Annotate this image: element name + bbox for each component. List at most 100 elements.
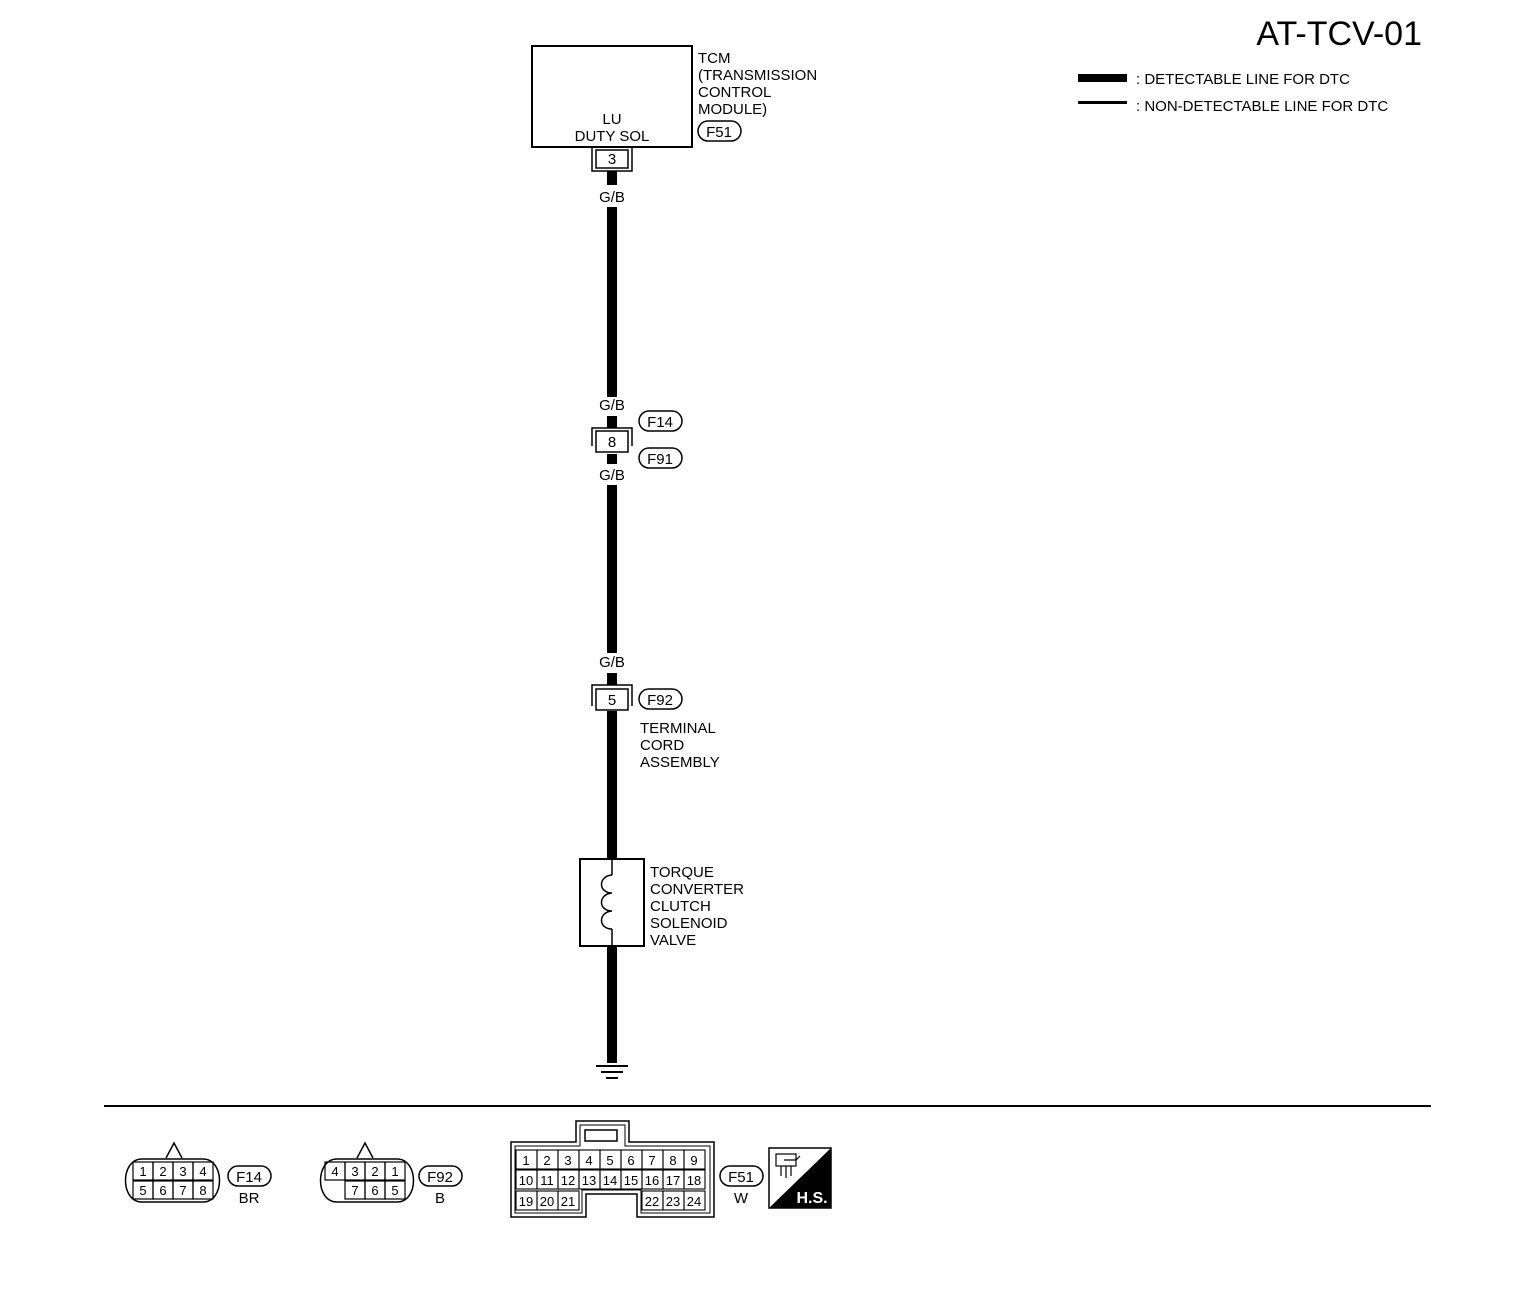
connector-pin: 24 bbox=[687, 1194, 701, 1209]
connector-pin: 15 bbox=[624, 1173, 638, 1188]
legend: : DETECTABLE LINE FOR DTC : NON-DETECTAB… bbox=[1078, 71, 1388, 115]
solenoid-label-line-3: CLUTCH bbox=[650, 898, 711, 915]
connector-pin: 10 bbox=[519, 1173, 533, 1188]
connector-view-f92: 4 3 2 1 7 6 5 F92 B bbox=[319, 1141, 463, 1207]
tcm-box bbox=[531, 45, 693, 148]
connector-pin: 21 bbox=[561, 1194, 575, 1209]
junction-pin-box bbox=[595, 430, 629, 453]
wire-segment bbox=[607, 673, 617, 685]
solenoid-coil-icon bbox=[600, 874, 613, 930]
connector-pin: 3 bbox=[179, 1164, 186, 1179]
connector-pin: 4 bbox=[585, 1153, 592, 1168]
connector-pin: 7 bbox=[648, 1153, 655, 1168]
tcm-pin-box bbox=[595, 149, 629, 169]
connector-pin: 6 bbox=[371, 1183, 378, 1198]
junction-pin-number: 8 bbox=[608, 434, 616, 451]
torque-converter-clutch-solenoid: TORQUE CONVERTER CLUTCH SOLENOID VALVE bbox=[579, 858, 744, 949]
connector-f92-id: F92 bbox=[427, 1169, 453, 1186]
connector-pin: 3 bbox=[564, 1153, 571, 1168]
legend-non-detectable-label: : NON-DETECTABLE LINE FOR DTC bbox=[1136, 98, 1388, 115]
connector-f51-badge bbox=[719, 1165, 764, 1187]
wire-color-label: G/B bbox=[599, 189, 625, 206]
wire-segment bbox=[607, 171, 617, 185]
connector-pin: 1 bbox=[139, 1164, 146, 1179]
connector-pin: 17 bbox=[666, 1173, 680, 1188]
connector-pin: 4 bbox=[331, 1164, 338, 1179]
diagram-title: AT-TCV-01 bbox=[1256, 15, 1422, 53]
connector-pin: 19 bbox=[519, 1194, 533, 1209]
connector-pin: 16 bbox=[645, 1173, 659, 1188]
wire-segment bbox=[607, 711, 617, 859]
connector-f14-badge bbox=[227, 1165, 272, 1187]
wire-segment bbox=[607, 207, 617, 397]
connector-pin: 20 bbox=[540, 1194, 554, 1209]
harness-connector-icon bbox=[775, 1153, 801, 1178]
connector-pin: 5 bbox=[606, 1153, 613, 1168]
hs-badge-fill bbox=[769, 1148, 831, 1208]
junction-bottom-connector-id: F91 bbox=[647, 451, 673, 468]
connector-pin: 22 bbox=[645, 1194, 659, 1209]
connector-f92-badge bbox=[418, 1165, 463, 1187]
connector-pin: 2 bbox=[543, 1153, 550, 1168]
legend-thin-line-swatch bbox=[1078, 101, 1127, 104]
connector-pin: 7 bbox=[179, 1183, 186, 1198]
connector-f51-latch bbox=[584, 1129, 618, 1142]
connector-f92-color: B bbox=[435, 1190, 445, 1207]
solenoid-label-line-2: CONVERTER bbox=[650, 881, 744, 898]
connector-f14-id: F14 bbox=[236, 1169, 262, 1186]
legend-detectable-label: : DETECTABLE LINE FOR DTC bbox=[1136, 71, 1350, 88]
tcm-terminal-label-line-1: LU bbox=[602, 111, 621, 128]
junction-top-connector-badge bbox=[638, 410, 683, 432]
tcm-terminal-label-line-2: DUTY SOL bbox=[575, 128, 650, 145]
terminal-cord-pin-box bbox=[595, 688, 629, 711]
tcm-pin-number: 3 bbox=[608, 151, 616, 168]
wire-segment bbox=[607, 485, 617, 653]
ground-icon bbox=[596, 1065, 628, 1079]
connector-f51-id: F51 bbox=[728, 1169, 754, 1186]
connector-pin: 23 bbox=[666, 1194, 680, 1209]
connector-pin: 5 bbox=[391, 1183, 398, 1198]
connector-pin: 3 bbox=[351, 1164, 358, 1179]
connector-pin: 1 bbox=[522, 1153, 529, 1168]
connector-pin: 18 bbox=[687, 1173, 701, 1188]
connector-pin: 7 bbox=[351, 1183, 358, 1198]
tcm-connector-id: F51 bbox=[706, 124, 732, 141]
tcm-name-line-4: MODULE) bbox=[698, 101, 767, 118]
connector-pin: 4 bbox=[199, 1164, 206, 1179]
connector-f14-color: BR bbox=[239, 1190, 260, 1207]
connector-view-f14: 1 2 3 4 5 6 7 8 F14 BR bbox=[124, 1141, 272, 1207]
solenoid-label-line-4: SOLENOID bbox=[650, 915, 728, 932]
connector-pin: 11 bbox=[540, 1173, 554, 1188]
tcm-module: LU DUTY SOL TCM (TRANSMISSION CONTROL MO… bbox=[531, 45, 817, 172]
wire-segment bbox=[607, 946, 617, 1063]
terminal-cord-label-line-3: ASSEMBLY bbox=[640, 754, 720, 771]
connector-pin: 6 bbox=[159, 1183, 166, 1198]
wire-color-label: G/B bbox=[599, 654, 625, 671]
solenoid-label-line-1: TORQUE bbox=[650, 864, 714, 881]
connector-pin: 13 bbox=[582, 1173, 596, 1188]
wire-color-label: G/B bbox=[599, 397, 625, 414]
terminal-cord-pin-number: 5 bbox=[608, 692, 616, 709]
junction-top-connector-id: F14 bbox=[647, 414, 673, 431]
terminal-cord-connector-id: F92 bbox=[647, 692, 673, 709]
wire-color-label: G/B bbox=[599, 467, 625, 484]
hs-badge-label: H.S. bbox=[796, 1190, 827, 1207]
tcm-connector-badge bbox=[697, 120, 742, 142]
connector-pin: 1 bbox=[391, 1164, 398, 1179]
tcm-name-line-1: TCM bbox=[698, 50, 731, 67]
connector-f51-color: W bbox=[734, 1190, 749, 1207]
connector-pin: 2 bbox=[371, 1164, 378, 1179]
legend-thick-line-swatch bbox=[1078, 74, 1127, 82]
tcm-name-line-3: CONTROL bbox=[698, 84, 771, 101]
terminal-cord-assembly: 5 F92 TERMINAL CORD ASSEMBLY bbox=[591, 684, 720, 771]
connector-pin: 5 bbox=[139, 1183, 146, 1198]
connector-pin: 14 bbox=[603, 1173, 617, 1188]
connector-f51-inner-outline bbox=[514, 1124, 711, 1214]
connector-pin: 12 bbox=[561, 1173, 575, 1188]
connector-pin: 8 bbox=[669, 1153, 676, 1168]
terminal-cord-connector-badge bbox=[638, 688, 683, 710]
junction-pin-bracket-top bbox=[591, 427, 633, 446]
harness-side-badge: H.S. bbox=[768, 1147, 832, 1209]
connector-lock-icon bbox=[165, 1141, 183, 1159]
